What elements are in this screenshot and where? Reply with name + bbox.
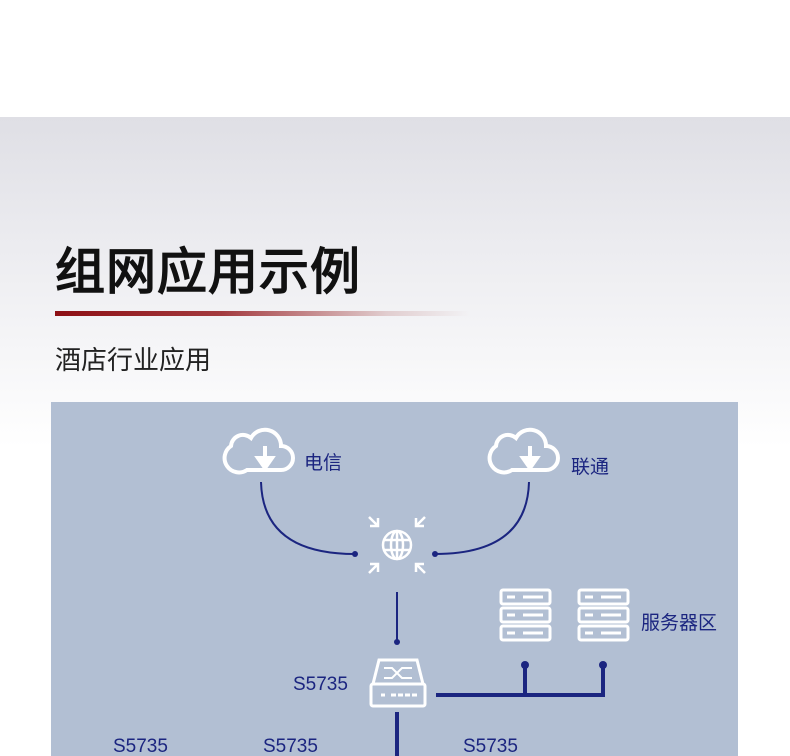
link-line bbox=[260, 481, 356, 555]
core-switch-label: S5735 bbox=[293, 674, 348, 695]
page-title: 组网应用示例 bbox=[55, 244, 361, 300]
server-icon bbox=[577, 588, 630, 642]
access-switch-label: S5735 bbox=[263, 736, 318, 756]
link-line bbox=[434, 481, 530, 555]
page-subtitle: 酒店行业应用 bbox=[55, 345, 212, 375]
server-icon bbox=[499, 588, 552, 642]
link-line bbox=[436, 665, 605, 697]
isp-label-unicom: 联通 bbox=[571, 457, 610, 478]
access-switch-label: S5735 bbox=[113, 736, 168, 756]
isp-label-telecom: 电信 bbox=[304, 453, 343, 474]
access-switch-label: S5735 bbox=[463, 736, 518, 756]
network-diagram: 电信 联通 服务器区 S5735 S5735 S5735 S5735 bbox=[51, 402, 738, 756]
switch-icon bbox=[369, 658, 427, 708]
cloud-download-icon bbox=[487, 427, 560, 475]
cloud-download-icon bbox=[222, 427, 295, 475]
server-area-label: 服务器区 bbox=[641, 613, 718, 634]
globe-router-icon bbox=[368, 516, 426, 574]
title-underline bbox=[55, 311, 470, 316]
